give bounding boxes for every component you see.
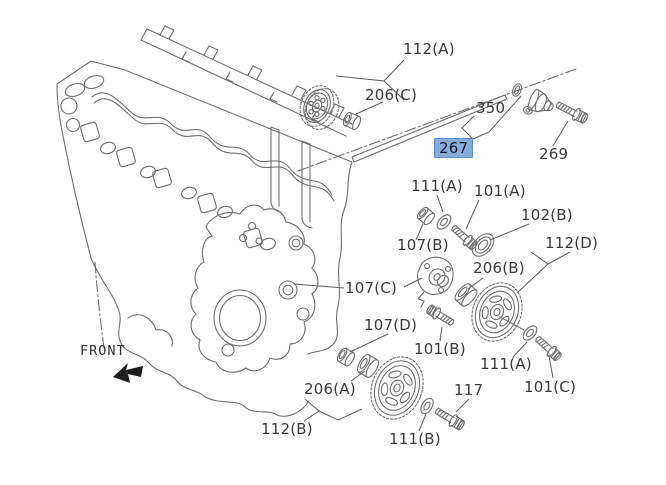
leader-206b bbox=[467, 277, 484, 290]
callout-269[interactable]: 269 bbox=[539, 145, 569, 163]
callout-101b[interactable]: 101(B) bbox=[414, 340, 466, 358]
camshaft-gear bbox=[299, 85, 340, 130]
bushing-206c bbox=[342, 111, 362, 131]
callout-107c[interactable]: 107(C) bbox=[345, 279, 398, 297]
washer-111a-top bbox=[436, 214, 452, 230]
callout-107b[interactable]: 107(B) bbox=[397, 236, 449, 254]
bushing-107b bbox=[416, 206, 436, 226]
bolt-101a bbox=[451, 224, 478, 251]
leader-350-sensor bbox=[472, 95, 522, 140]
leader-112d-bracket bbox=[530, 251, 571, 265]
seal-102b bbox=[471, 233, 495, 257]
leader-102b bbox=[489, 223, 530, 241]
callout-112d[interactable]: 112(D) bbox=[545, 234, 599, 252]
leader-117 bbox=[455, 398, 470, 413]
bracket-107c bbox=[417, 256, 454, 308]
bearing-206a bbox=[356, 354, 380, 378]
leader-269 bbox=[552, 120, 569, 147]
bolt-269 bbox=[555, 101, 589, 124]
callout-206a[interactable]: 206(A) bbox=[304, 380, 356, 398]
o-ring bbox=[511, 83, 523, 97]
leader-111b bbox=[418, 413, 427, 432]
engine-block bbox=[56, 25, 353, 417]
bearing-206b bbox=[454, 283, 478, 307]
leader-lines bbox=[293, 59, 571, 432]
leader-107d bbox=[349, 333, 389, 353]
front-arrow-icon bbox=[113, 363, 143, 383]
bolt-101b bbox=[426, 304, 455, 326]
callout-101c[interactable]: 101(C) bbox=[524, 378, 577, 396]
leader-112b bbox=[318, 408, 363, 421]
callout-112a[interactable]: 112(A) bbox=[403, 40, 455, 58]
pulley-112d bbox=[471, 282, 525, 342]
leader-101c bbox=[548, 355, 554, 379]
leader-112a-gear bbox=[335, 75, 385, 82]
callout-206b[interactable]: 206(B) bbox=[473, 259, 525, 277]
leader-107c-block bbox=[293, 283, 345, 289]
cam-sensor bbox=[522, 88, 554, 115]
leader-101a bbox=[465, 199, 480, 230]
leader-112d bbox=[516, 263, 549, 294]
callout-111b[interactable]: 111(B) bbox=[389, 430, 441, 448]
leader-206a bbox=[350, 370, 366, 382]
callout-101a[interactable]: 101(A) bbox=[474, 182, 526, 200]
cup-107d bbox=[336, 347, 356, 367]
pulley-112b bbox=[370, 356, 424, 420]
leader-111a-mid bbox=[512, 341, 528, 358]
leader-112b-bracket bbox=[303, 398, 320, 422]
callout-206c[interactable]: 206(C) bbox=[365, 86, 418, 104]
bolt-117 bbox=[434, 407, 465, 431]
leader-206c bbox=[355, 101, 384, 115]
bolt-101c bbox=[535, 335, 562, 362]
callout-111a-1[interactable]: 111(A) bbox=[411, 177, 463, 195]
callout-117[interactable]: 117 bbox=[454, 381, 484, 399]
leader-111a-top bbox=[436, 194, 444, 213]
leader-107c bbox=[403, 277, 423, 288]
leader-107b bbox=[415, 223, 424, 241]
callout-111a-2[interactable]: 111(A) bbox=[480, 355, 532, 373]
washer-111b bbox=[420, 397, 434, 415]
callout-107d[interactable]: 107(D) bbox=[364, 316, 418, 334]
camshaft-centerline bbox=[297, 68, 577, 172]
oil-pipe-267 bbox=[351, 94, 508, 163]
front-label: FRONT bbox=[80, 343, 126, 359]
callout-267[interactable]: 267 bbox=[434, 138, 474, 158]
callout-112b[interactable]: 112(B) bbox=[261, 420, 313, 438]
callout-102b[interactable]: 102(B) bbox=[521, 206, 573, 224]
leader-350 bbox=[461, 115, 475, 140]
leader-101b bbox=[439, 326, 443, 342]
timing-case bbox=[190, 204, 319, 373]
washer-111a-mid bbox=[522, 325, 538, 341]
callout-350[interactable]: 350 bbox=[476, 99, 506, 117]
